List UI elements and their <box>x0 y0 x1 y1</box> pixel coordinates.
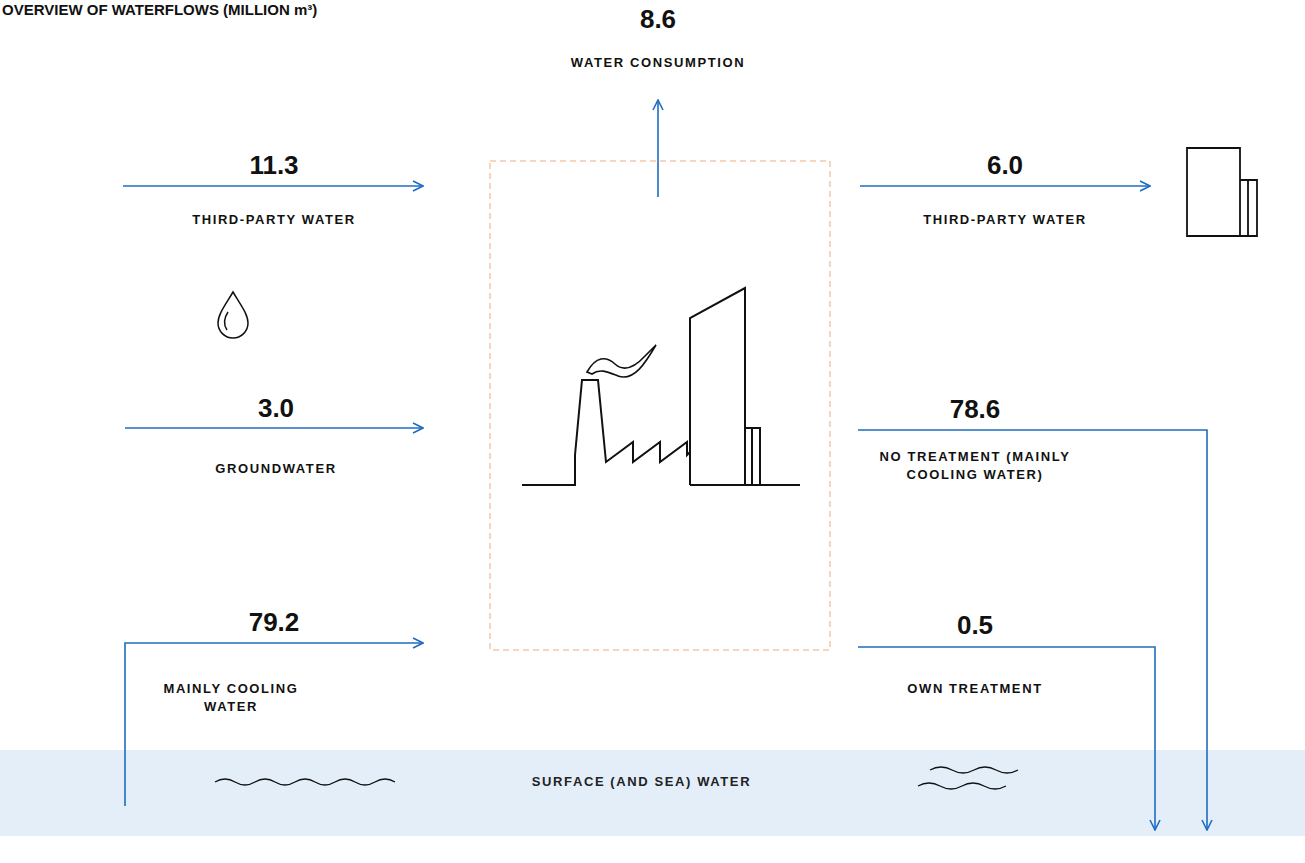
flow-value: 79.2 <box>249 609 300 635</box>
facility-boundary <box>490 161 830 650</box>
flow-caption: THIRD-PARTY WATER <box>192 211 356 229</box>
flow-arrow <box>123 100 1207 830</box>
water-band <box>0 750 1305 836</box>
flow-value: 11.3 <box>249 152 298 178</box>
water-body-band: SURFACE (AND SEA) WATER <box>0 750 1305 836</box>
diagram-title: OVERVIEW OF WATERFLOWS (MILLION m³) <box>2 1 317 19</box>
building-icon <box>1187 148 1257 236</box>
flow-value: 6.0 <box>987 152 1023 178</box>
flow-value: 8.6 <box>640 6 676 32</box>
band-label: SURFACE (AND SEA) WATER <box>532 774 751 789</box>
flow-caption: OWN TREATMENT <box>907 680 1042 698</box>
flow-value: 3.0 <box>258 395 294 421</box>
flow-caption: GROUNDWATER <box>215 460 336 478</box>
wave-symbol <box>215 767 1018 789</box>
flow-value: 78.6 <box>950 396 1001 422</box>
flow-caption: MAINLY COOLING WATER <box>142 680 320 716</box>
factory-icon <box>522 288 800 485</box>
flow-caption: NO TREATMENT (MAINLY COOLING WATER) <box>844 448 1106 484</box>
flow-caption: WATER CONSUMPTION <box>571 54 745 72</box>
droplet-icon <box>218 292 248 338</box>
flow-value: 0.5 <box>957 612 993 638</box>
flow-caption: THIRD-PARTY WATER <box>923 211 1087 229</box>
